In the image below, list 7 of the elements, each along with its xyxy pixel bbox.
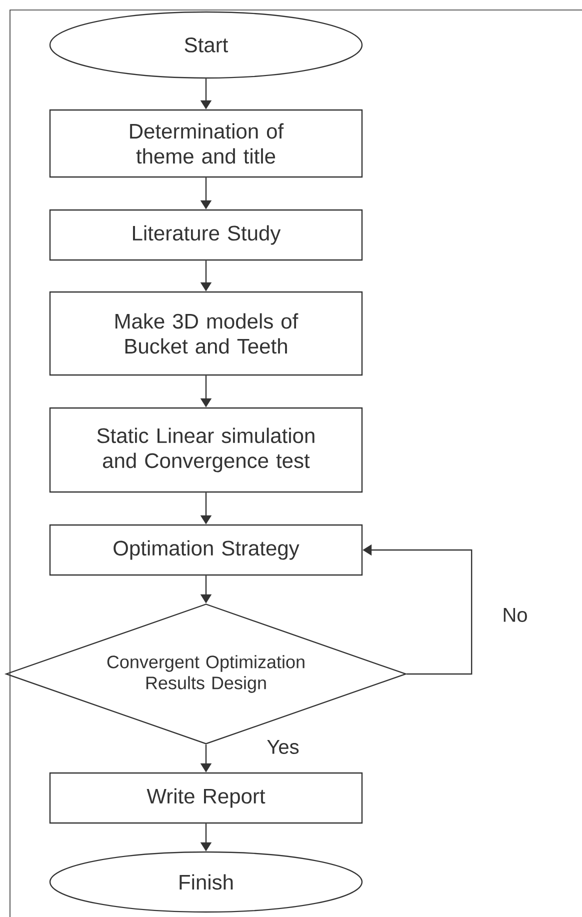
edge-label: No <box>501 607 529 623</box>
process-box: Literature Study <box>49 209 363 261</box>
process-box: Make 3D models of Bucket and Teeth <box>49 291 363 376</box>
process-box: Optimation Strategy <box>49 524 363 576</box>
process-box: Determination of theme and title <box>49 109 363 178</box>
process-box: Write Report <box>49 772 363 824</box>
process-box: Static Linear simulation and Convergence test <box>49 407 363 493</box>
